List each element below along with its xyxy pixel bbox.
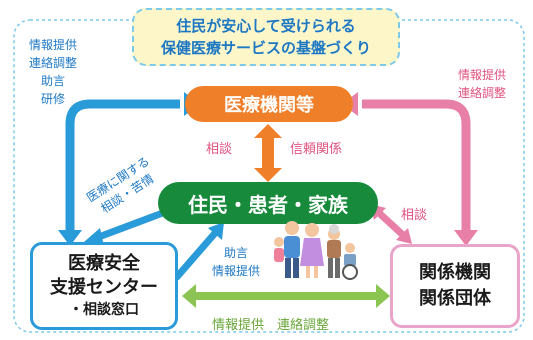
- node-medical-label: 医療機関等: [224, 95, 314, 116]
- arrow-head-to-center-green: [182, 284, 196, 308]
- outer-dashed-frame: [13, 19, 525, 333]
- person-man-icon: [284, 221, 300, 278]
- wheelchair-icon: [342, 243, 358, 280]
- banner: 住民が安心して受けられる 保健医療サービスの基盤づくり: [132, 8, 400, 66]
- arrow-head-up-orange: [254, 124, 282, 138]
- banner-line-2: 保健医療サービスの基盤づくり: [160, 39, 371, 57]
- family-illustration: [274, 221, 358, 280]
- label-line: 情報提供: [28, 38, 77, 52]
- node-medical-institutions: 医療機関等: [185, 86, 353, 122]
- label-consult-org: 相談: [401, 208, 428, 223]
- label-org-to-medical: 情報提供 連絡調整: [442, 66, 522, 102]
- person-woman-icon: [300, 223, 324, 278]
- arrow-center-residents: [173, 229, 219, 281]
- arrow-head-to-center: [58, 230, 82, 246]
- node-related-organizations: 関係機関 関係団体: [390, 244, 520, 328]
- label-line: 助言: [40, 74, 65, 88]
- arrow-center-org: [196, 292, 376, 300]
- arrow-residents-org: [375, 209, 407, 239]
- label-consult-medical: 相談: [206, 142, 233, 157]
- node-center-line-3: ・相談窓口: [69, 302, 139, 318]
- label-center-to-medical: 情報提供 連絡調整 助言 研修: [18, 36, 88, 108]
- person-elderly-icon: [327, 224, 341, 278]
- arrow-head-to-org-green: [376, 284, 390, 308]
- arrow-head-down-orange: [254, 168, 282, 182]
- arrow-center-medical: [65, 99, 180, 236]
- arrow-medical-residents: [262, 136, 274, 170]
- node-org-line-2: 関係団体: [419, 288, 491, 309]
- label-center-org: 情報提供 連絡調整: [212, 318, 330, 333]
- arrow-head-residents-center: [84, 228, 104, 246]
- node-org-line-1: 関係機関: [419, 262, 491, 283]
- node-support-center: 医療安全 支援センター ・相談窓口: [30, 242, 178, 330]
- label-line: 助言: [224, 246, 249, 260]
- label-trust: 信頼関係: [290, 142, 343, 157]
- label-line: 連絡調整: [28, 56, 77, 70]
- node-residents-label: 住民・患者・家族: [188, 192, 348, 217]
- arrow-head-to-org: [454, 230, 478, 246]
- arrow-org-medical: [362, 99, 471, 236]
- label-line: 情報提供: [457, 68, 506, 82]
- node-residents: 住民・患者・家族: [158, 182, 378, 224]
- label-line: 研修: [40, 92, 65, 106]
- banner-line-1: 住民が安心して受けられる: [176, 17, 356, 35]
- arrow-head-residents-org: [396, 228, 412, 244]
- node-center-line-2: 支援センター: [50, 277, 158, 298]
- label-line: 連絡調整: [457, 86, 506, 100]
- label-line: 情報提供: [212, 264, 261, 278]
- person-child-icon: [274, 237, 284, 262]
- arrow-head-center-residents: [208, 222, 224, 240]
- label-center-to-residents: 助言 情報提供: [212, 244, 260, 280]
- node-center-line-1: 医療安全: [68, 253, 140, 274]
